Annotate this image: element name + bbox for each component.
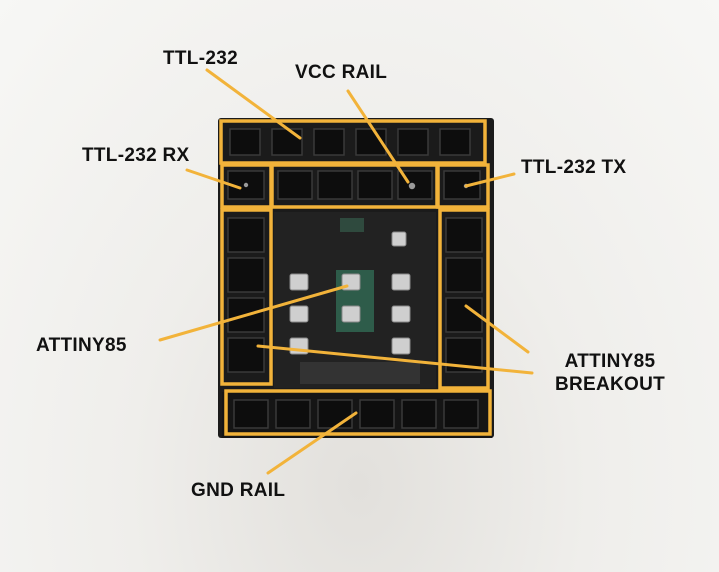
pointer-ttl232-rx bbox=[185, 168, 242, 190]
outline-tx-pin bbox=[436, 163, 490, 209]
pointer-breakout-lower bbox=[256, 344, 534, 375]
top-row-pins bbox=[229, 128, 471, 156]
pointer-ttl232 bbox=[205, 68, 302, 140]
label-attiny85-breakout: ATTINY85 BREAKOUT bbox=[545, 350, 675, 396]
pointer-lines bbox=[158, 68, 534, 475]
label-breakout-line2: BREAKOUT bbox=[554, 374, 666, 395]
pointer-ttl232-tx bbox=[464, 172, 516, 188]
label-ttl232-tx: TTL-232 TX bbox=[521, 157, 627, 178]
pointer-gnd-rail bbox=[266, 411, 358, 475]
label-gnd-rail: GND RAIL bbox=[191, 480, 286, 501]
outline-right-breakout bbox=[438, 208, 490, 390]
outline-gnd-rail bbox=[224, 389, 492, 436]
right-column-pins bbox=[445, 217, 483, 373]
pointer-breakout-upper bbox=[464, 304, 530, 354]
outline-ttl232-row bbox=[219, 119, 487, 165]
pointer-attiny85 bbox=[158, 284, 349, 342]
label-ttl232-rx: TTL-232 RX bbox=[82, 145, 190, 166]
label-breakout-line1: ATTINY85 bbox=[564, 351, 656, 372]
label-vcc-rail: VCC RAIL bbox=[295, 62, 388, 83]
bottom-row-pins bbox=[233, 399, 479, 429]
label-ttl232: TTL-232 bbox=[163, 48, 238, 69]
outline-left-attiny bbox=[220, 208, 273, 386]
outline-boxes bbox=[219, 119, 492, 436]
label-attiny85: ATTINY85 bbox=[36, 335, 127, 356]
pointer-vcc-rail bbox=[346, 89, 410, 184]
